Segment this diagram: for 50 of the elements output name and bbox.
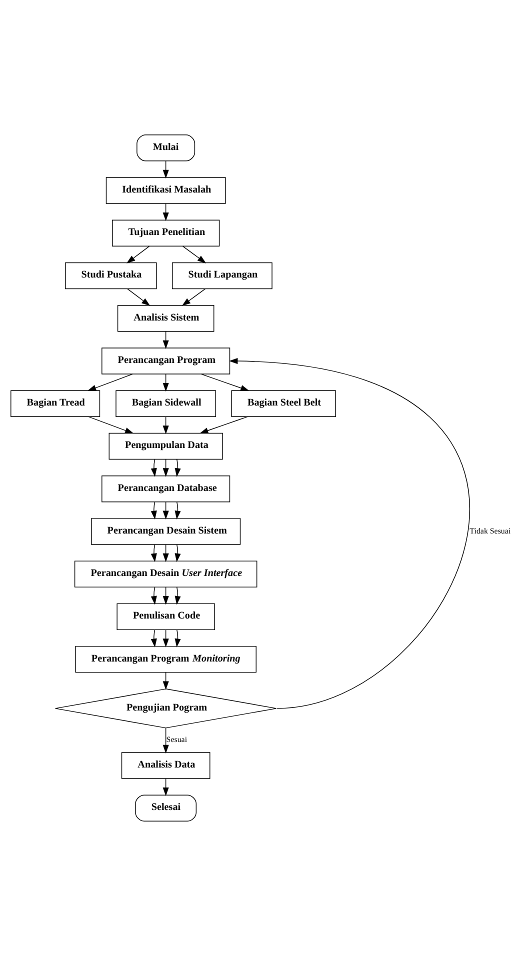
- arrow: [174, 502, 181, 520]
- arrow: [162, 331, 169, 349]
- node-box: Mulai: [136, 134, 196, 162]
- node-box: Bagian Tread: [10, 390, 100, 417]
- node-box: Perancangan Program: [102, 348, 230, 374]
- arrow: [162, 458, 169, 477]
- node-box: Perancangan Desain User Interface: [74, 560, 258, 588]
- arrow: [162, 629, 169, 648]
- arrow: [229, 358, 470, 709]
- node-box: Penulisan Code: [116, 603, 215, 630]
- edge-label: Tidak Sesuai: [470, 526, 511, 536]
- arrow: [162, 416, 169, 434]
- node-box: Bagian Steel Belt: [231, 390, 336, 417]
- node-box: Bagian Sidewall: [116, 390, 216, 417]
- arrow: [150, 458, 157, 477]
- node-box: Identifikasi Masalah: [106, 177, 226, 204]
- arrow: [182, 246, 206, 264]
- arrow: [162, 502, 169, 520]
- arrow: [174, 629, 181, 648]
- arrow: [162, 203, 169, 222]
- arrow: [182, 288, 206, 306]
- arrow: [162, 728, 169, 754]
- arrow: [150, 629, 157, 648]
- arrow: [162, 586, 169, 605]
- arrow: [127, 288, 150, 306]
- node-box: Analisis Data: [121, 752, 210, 779]
- arrow: [162, 544, 169, 562]
- node-box: Perancangan Desain Sistem: [91, 518, 241, 545]
- node-diamond: Pengujian Pogram: [54, 688, 277, 728]
- node-box: Studi Lapangan: [172, 262, 272, 290]
- arrow: [150, 586, 157, 605]
- arrow: [88, 416, 134, 434]
- node-box: Selesai: [135, 794, 197, 822]
- arrow: [162, 160, 169, 179]
- node-box: Perancangan Program Monitoring: [75, 646, 256, 673]
- node-box: Pengumpulan Data: [108, 432, 223, 460]
- node-box: Studi Pustaka: [65, 262, 157, 290]
- node-box: Perancangan Database: [102, 475, 230, 502]
- node-box: Tujuan Penelitian: [112, 220, 220, 246]
- node-box: Analisis Sistem: [117, 305, 214, 332]
- arrow: [200, 416, 248, 434]
- arrow: [174, 544, 181, 562]
- arrow: [126, 246, 150, 264]
- arrow: [150, 502, 157, 520]
- arrow: [174, 458, 181, 477]
- arrow: [162, 778, 169, 796]
- arrow: [174, 586, 181, 605]
- edge-label: Sesuai: [166, 735, 188, 744]
- arrow: [162, 374, 169, 392]
- arrow: [150, 544, 157, 562]
